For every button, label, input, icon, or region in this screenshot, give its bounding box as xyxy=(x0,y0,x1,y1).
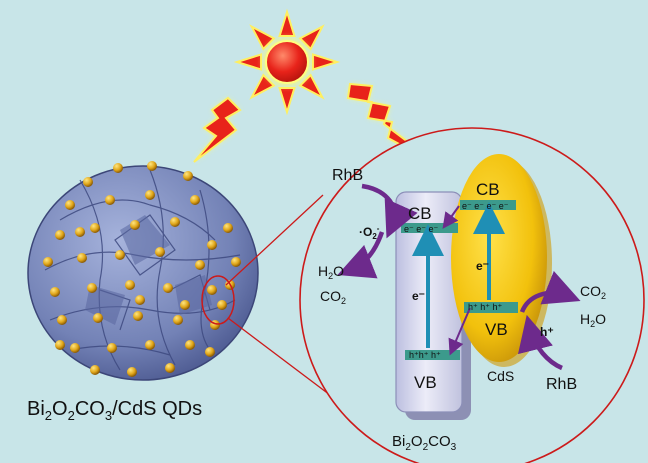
sun-ray xyxy=(278,8,296,38)
quantum-dot xyxy=(90,365,100,375)
quantum-dot xyxy=(105,195,115,205)
sun-ray xyxy=(298,24,325,51)
quantum-dot xyxy=(70,343,80,353)
sun-ray xyxy=(298,73,325,100)
rhb-left-label: RhB xyxy=(332,167,363,184)
quantum-dot xyxy=(75,227,85,237)
rhb-in-arrow-left xyxy=(361,183,418,239)
bi-vb-label: VB xyxy=(414,373,437,392)
quantum-dot xyxy=(77,253,87,263)
hole-transfer-arrow xyxy=(448,307,471,356)
bi-electron-label: e⁻ xyxy=(412,289,425,303)
quantum-dot xyxy=(147,161,157,171)
cds-cb-label: CB xyxy=(476,180,500,199)
quantum-dot xyxy=(170,217,180,227)
quantum-dot xyxy=(90,223,100,233)
electron-transfer-arrow xyxy=(442,205,460,229)
composite-nanoflower xyxy=(27,161,259,381)
h2o-right-label: H2O xyxy=(580,311,606,329)
quantum-dot xyxy=(107,343,117,353)
cds-vb-holes: h⁺ h⁺ h⁺ xyxy=(468,302,503,312)
quantum-dot xyxy=(87,283,97,293)
quantum-dot xyxy=(173,315,183,325)
quantum-dot xyxy=(207,240,217,250)
co2-right-label: CO2 xyxy=(580,283,606,301)
quantum-dot xyxy=(93,313,103,323)
quantum-dot xyxy=(135,295,145,305)
quantum-dot xyxy=(190,195,200,205)
cds-vb-label: VB xyxy=(485,320,508,339)
h2o-left-label: H2O xyxy=(318,263,344,281)
quantum-dot xyxy=(180,300,190,310)
cds-vb-band xyxy=(464,302,518,313)
quantum-dot xyxy=(223,223,233,233)
cds-cb-electrons: e⁻ e⁻ e⁻ e⁻ xyxy=(462,201,509,211)
quantum-dot xyxy=(133,311,143,321)
light-ray-left-icon xyxy=(193,96,242,163)
product-out-arrow-left xyxy=(337,231,385,279)
hole-right-label: h⁺ xyxy=(540,325,554,339)
quantum-dot xyxy=(55,230,65,240)
rhb-in-arrow-right xyxy=(518,314,563,371)
quantum-dot xyxy=(155,247,165,257)
sun-ray xyxy=(311,53,341,71)
quantum-dot xyxy=(165,363,175,373)
quantum-dot xyxy=(127,367,137,377)
zoom-line-bottom xyxy=(227,317,331,396)
quantum-dot xyxy=(83,177,93,187)
bi-cb-electrons: e⁻ e⁻ e⁻ xyxy=(404,224,439,234)
quantum-dot xyxy=(55,340,65,350)
sun-icon xyxy=(233,8,341,116)
quantum-dot xyxy=(217,300,227,310)
quantum-dot xyxy=(65,200,75,210)
quantum-dot xyxy=(163,283,173,293)
quantum-dot xyxy=(205,347,215,357)
quantum-dot xyxy=(130,220,140,230)
bi-cb-label: CB xyxy=(408,204,432,223)
quantum-dot xyxy=(195,260,205,270)
sun-ray xyxy=(233,53,263,71)
quantum-dot xyxy=(145,190,155,200)
quantum-dot xyxy=(183,171,193,181)
quantum-dot xyxy=(113,163,123,173)
sun-ray xyxy=(249,24,276,51)
quantum-dot xyxy=(50,287,60,297)
quantum-dot xyxy=(185,340,195,350)
quantum-dot xyxy=(57,315,67,325)
cds-name-label: CdS xyxy=(487,368,514,384)
superoxide-label: ·O2- xyxy=(359,224,380,241)
quantum-dot xyxy=(115,250,125,260)
zoom-line-top xyxy=(225,194,324,286)
composite-caption: Bi2O2CO3/CdS QDs xyxy=(27,398,202,423)
quantum-dot xyxy=(145,340,155,350)
product-out-arrow-right xyxy=(519,270,581,313)
bi-vb-holes: h⁺h⁺ h⁺ xyxy=(409,350,441,360)
quantum-dot xyxy=(43,257,53,267)
sun-ray xyxy=(278,86,296,116)
cds-electron-label: e⁻ xyxy=(476,259,489,273)
quantum-dot xyxy=(125,280,135,290)
bi-vb-band xyxy=(405,350,460,360)
rhb-right-label: RhB xyxy=(546,376,577,393)
sun-ray xyxy=(249,73,276,100)
co2-left-label: CO2 xyxy=(320,288,346,306)
quantum-dot xyxy=(231,257,241,267)
quantum-dot xyxy=(207,285,217,295)
bi2o2co3-caption: Bi2O2CO3 xyxy=(392,433,457,453)
